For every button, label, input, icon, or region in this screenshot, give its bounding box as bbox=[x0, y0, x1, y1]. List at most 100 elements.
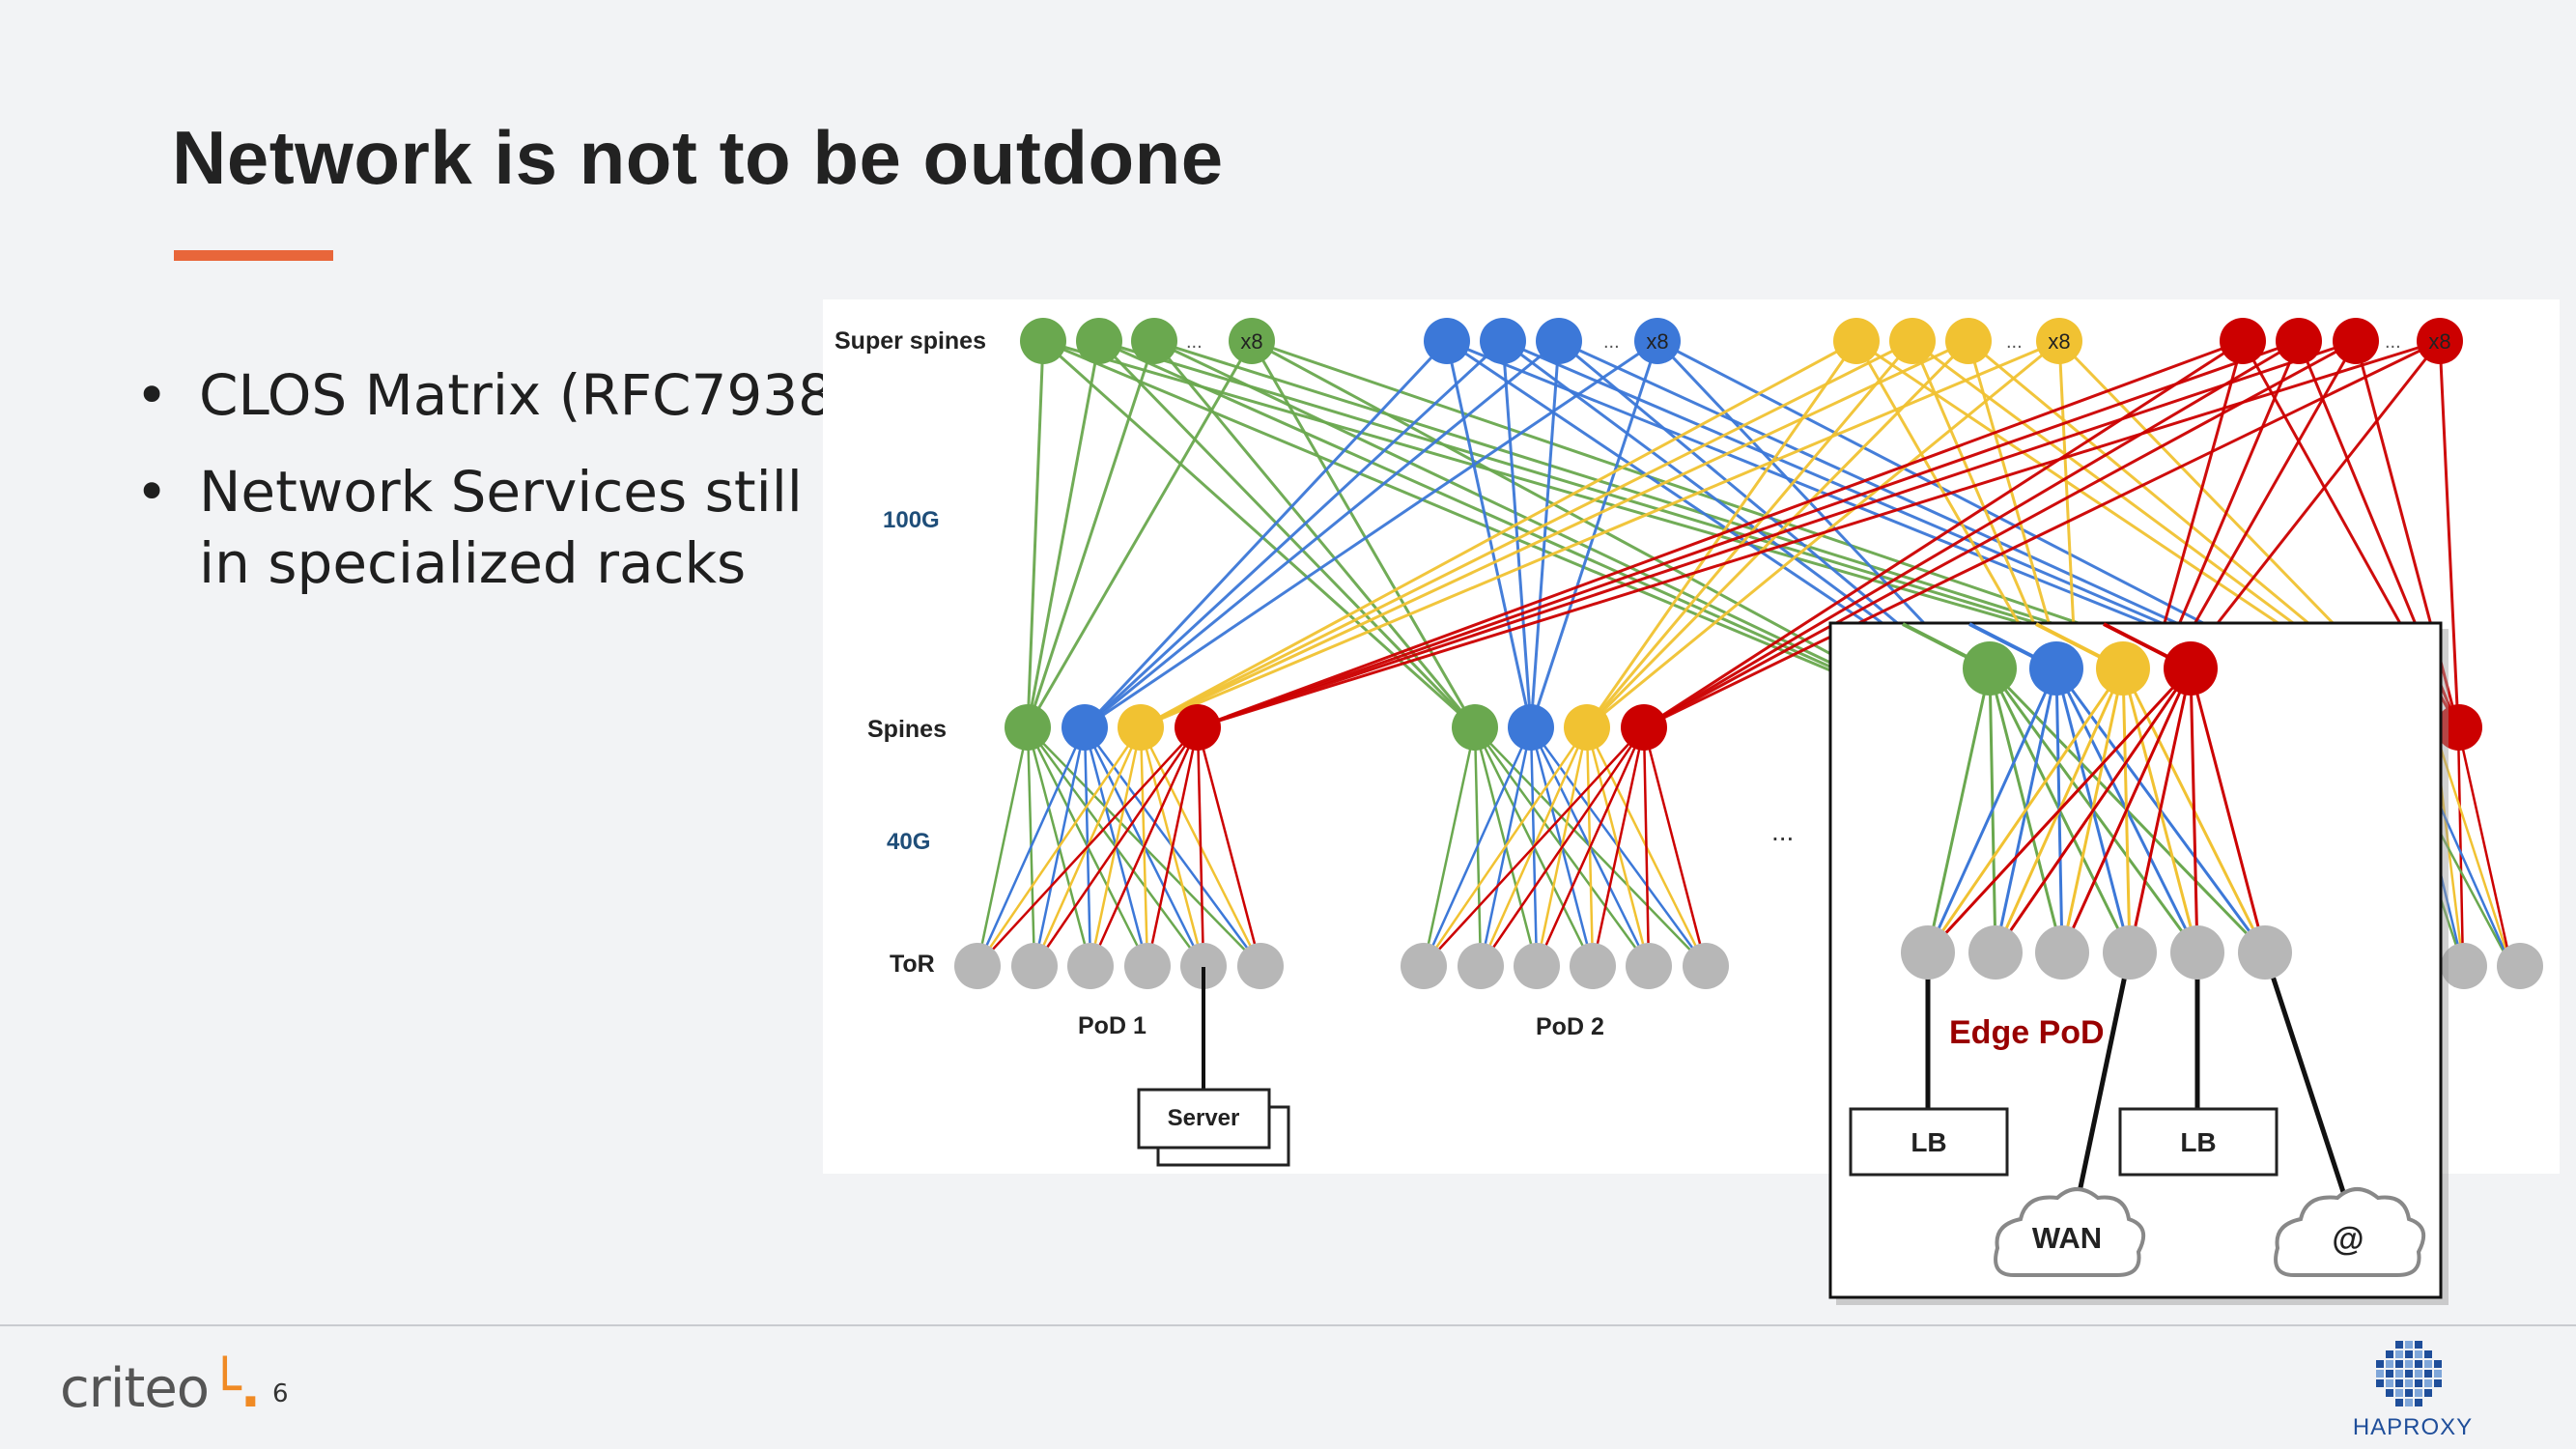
uplink-edge bbox=[1643, 339, 2244, 729]
edge-spine-node bbox=[2029, 641, 2083, 696]
haproxy-logo-pixel bbox=[2415, 1370, 2422, 1378]
lb-label: LB bbox=[2180, 1127, 2216, 1157]
uplink-edge bbox=[1529, 340, 1659, 728]
spine-node bbox=[1564, 704, 1610, 751]
super-spine-node bbox=[2036, 318, 2082, 364]
uplink-edge bbox=[1643, 339, 2441, 729]
haproxy-logo-pixel bbox=[2434, 1379, 2442, 1387]
spine-node bbox=[1175, 704, 1221, 751]
tor-node bbox=[1401, 943, 1447, 989]
uplink-edge bbox=[2438, 340, 2460, 728]
spine-node bbox=[1508, 704, 1554, 751]
tor-node bbox=[1626, 943, 1672, 989]
downlink-edge bbox=[2128, 668, 2193, 953]
haproxy-logo-pixel bbox=[2395, 1360, 2403, 1368]
haproxy-logo-pixel bbox=[2395, 1350, 2403, 1358]
tor-node bbox=[954, 943, 1001, 989]
haproxy-logo-pixel bbox=[2415, 1389, 2422, 1397]
uplink-edge bbox=[1026, 340, 1045, 728]
haproxy-logo-pixel bbox=[2424, 1389, 2432, 1397]
downlink-edge bbox=[1926, 668, 2058, 953]
speed-100g-label: 100G bbox=[883, 507, 940, 533]
footer-divider bbox=[0, 1324, 2576, 1326]
uplink-edge bbox=[1643, 339, 2300, 729]
uplink-edge bbox=[1197, 339, 2441, 729]
bullet-list: CLOS Matrix (RFC7938) Network Services s… bbox=[135, 359, 856, 624]
edge-pod-label: Edge PoD bbox=[1949, 1014, 2105, 1051]
haproxy-logo-pixel bbox=[2434, 1370, 2442, 1378]
downlink-edge bbox=[976, 726, 1143, 967]
internet-link bbox=[2262, 952, 2348, 1199]
downlink-edge bbox=[1994, 668, 2193, 953]
server-box bbox=[1137, 1088, 1271, 1150]
page-number: 6 bbox=[272, 1379, 289, 1408]
downlink-edge bbox=[1089, 726, 1200, 967]
uplink-edge bbox=[1140, 339, 1857, 729]
downlink-edge bbox=[1033, 726, 1200, 967]
super-spine-ellipsis: ... bbox=[1186, 331, 1203, 353]
haproxy-logo-pixel bbox=[2434, 1360, 2442, 1368]
pod-1-label: PoD 1 bbox=[1078, 1012, 1146, 1039]
haproxy-logo-pixel bbox=[2386, 1360, 2393, 1368]
uplink-edge bbox=[1026, 340, 1156, 728]
super-spine-node bbox=[1020, 318, 1066, 364]
downlink-edge bbox=[1422, 726, 1477, 967]
uplink-edge bbox=[1250, 340, 1477, 728]
haproxy-logo-pixel bbox=[2405, 1389, 2413, 1397]
super-spine-ellipsis: ... bbox=[2385, 331, 2401, 353]
uplink-edge bbox=[1445, 340, 1533, 728]
edge-tor-node bbox=[2238, 925, 2292, 980]
downlink-edge bbox=[1642, 726, 1708, 967]
edge-tor-node bbox=[1968, 925, 2023, 980]
downlink-edge bbox=[2456, 726, 2465, 967]
lb-label: LB bbox=[1911, 1127, 1946, 1157]
downlink-edge bbox=[1422, 726, 1589, 967]
spine-node bbox=[1452, 704, 1498, 751]
super-spine-node bbox=[2276, 318, 2322, 364]
edge-tor-node bbox=[2170, 925, 2224, 980]
downlink-edge bbox=[1926, 668, 2125, 953]
uplink-edge bbox=[1083, 339, 1505, 729]
downlink-edge bbox=[1926, 667, 2193, 954]
super-spine-node bbox=[1076, 318, 1122, 364]
tor-node bbox=[1683, 943, 1729, 989]
haproxy-logo-pixel bbox=[2424, 1350, 2432, 1358]
edge-tor-node bbox=[2035, 925, 2089, 980]
haproxy-logo-pixel bbox=[2376, 1360, 2384, 1368]
haproxy-logo-pixel bbox=[2386, 1350, 2393, 1358]
multiplier-label: x8 bbox=[2428, 329, 2450, 354]
downlink-edge bbox=[976, 726, 1087, 967]
pod-ellipsis: ... bbox=[1771, 816, 1794, 846]
uplink-edge bbox=[1501, 340, 1533, 728]
haproxy-logo-pixel bbox=[2424, 1379, 2432, 1387]
super-spine-node bbox=[2417, 318, 2463, 364]
uplink-edge bbox=[1197, 339, 2244, 729]
downlink-edge bbox=[2432, 726, 2513, 967]
haproxy-logo-pixel bbox=[2376, 1379, 2384, 1387]
haproxy-logo-pixel bbox=[2395, 1379, 2403, 1387]
haproxy-logo-pixel bbox=[2405, 1360, 2413, 1368]
downlink-edge bbox=[1591, 726, 1646, 967]
title-underline bbox=[174, 250, 333, 261]
speed-40g-label: 40G bbox=[887, 829, 930, 855]
edge-spine-node bbox=[2096, 641, 2150, 696]
uplink-edge bbox=[1084, 339, 1658, 729]
multiplier-label: x8 bbox=[1646, 329, 1668, 354]
downlink-edge bbox=[1535, 726, 1646, 967]
haproxy-logo-pixel bbox=[2405, 1350, 2413, 1358]
tor-node bbox=[1237, 943, 1284, 989]
haproxy-logo-pixel bbox=[2405, 1379, 2413, 1387]
haproxy-logo-pixel bbox=[2386, 1389, 2393, 1397]
bullet-text: CLOS Matrix (RFC7938) bbox=[199, 362, 856, 428]
spine-node bbox=[1062, 704, 1108, 751]
downlink-edge bbox=[1422, 726, 1533, 967]
downlink-edge bbox=[1196, 726, 1205, 967]
tor-node bbox=[1570, 943, 1616, 989]
spines-label: Spines bbox=[867, 716, 947, 743]
downlink-edge bbox=[977, 726, 1199, 967]
uplink-edge bbox=[1140, 339, 2060, 729]
super-spine-node bbox=[1634, 318, 1681, 364]
haproxy-logo-pixel bbox=[2415, 1399, 2422, 1406]
tor-node bbox=[1011, 943, 1058, 989]
spine-node bbox=[2436, 704, 2482, 751]
